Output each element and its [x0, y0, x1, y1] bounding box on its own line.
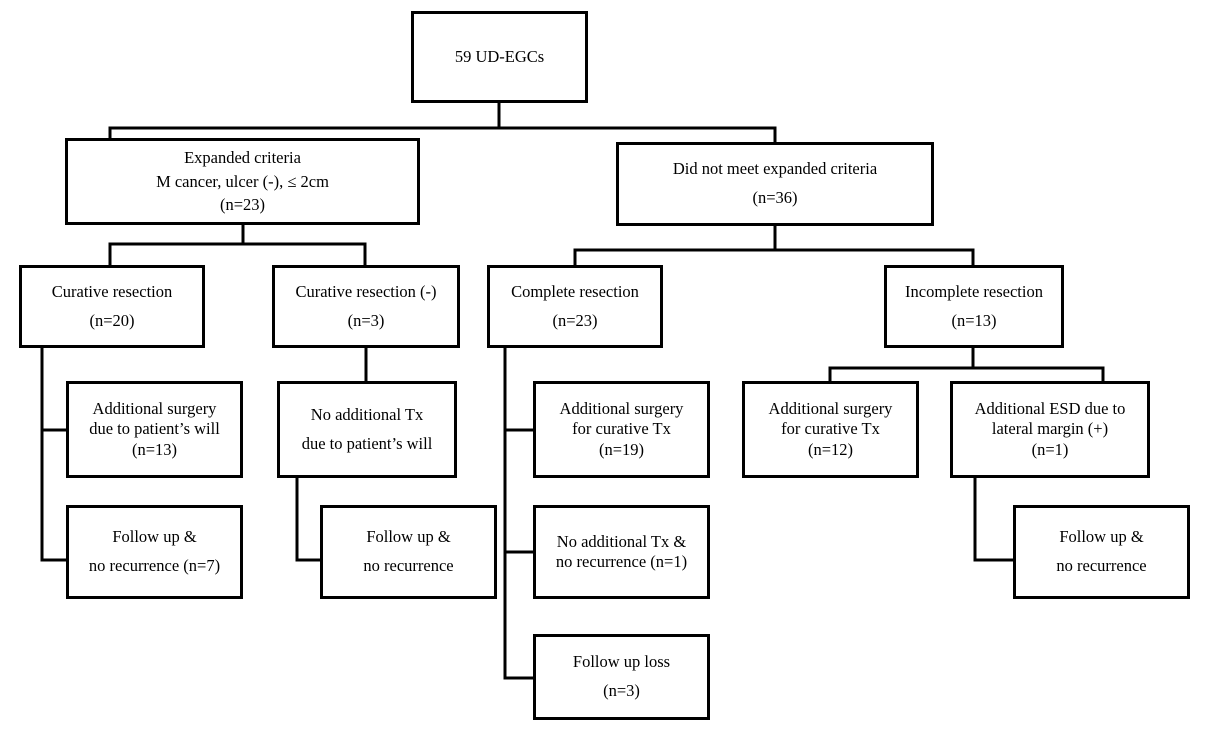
not-expanded-to-children-connector [573, 224, 777, 267]
node-text-line: no recurrence (n=1) [555, 552, 688, 571]
no-additional-tx-patient-will-box[interactable]: No additional Tx due to patient’s will [277, 381, 457, 478]
node-text-line: Additional surgery [559, 399, 684, 419]
expanded-criteria-box[interactable]: Expanded criteria M cancer, ulcer (-), ≤ … [65, 138, 420, 225]
node-text-line: Curative resection [51, 281, 173, 301]
node-text-line: (n=13) [131, 439, 178, 459]
node-text-line: Did not meet expanded criteria [672, 159, 878, 179]
incomplete-to-esd-connector [971, 366, 1105, 383]
node-text-line: (n=36) [752, 188, 798, 207]
node-text-line: no recurrence [1056, 556, 1147, 575]
total-cohort-box[interactable]: 59 UD-EGCs [411, 11, 588, 103]
node-text-line: No additional Tx [310, 404, 424, 424]
node-text-line: 59 UD-EGCs [454, 47, 545, 67]
did-not-meet-expanded-criteria-box[interactable]: Did not meet expanded criteria (n=36) [616, 142, 934, 226]
node-text-line: (n=3) [603, 681, 640, 700]
node-text-line: lateral margin (+) [991, 419, 1109, 439]
node-text-line: due to patient’s will [301, 433, 433, 453]
node-text-line: no recurrence [363, 556, 454, 575]
node-text-line: (n=13) [951, 310, 997, 330]
node-text-line: Follow up loss [572, 652, 671, 672]
node-text-line: (n=1) [1031, 439, 1069, 459]
curative-resection-negative-box[interactable]: Curative resection (-) (n=3) [272, 265, 460, 348]
node-text-line: Additional ESD due to [974, 399, 1126, 419]
esd-to-follow-connector [973, 476, 1015, 562]
node-text-line: no recurrence (n=7) [88, 556, 221, 575]
no-add-tx-to-follow-connector [295, 476, 322, 562]
node-text-line: due to patient’s will [89, 419, 220, 439]
root-to-level2-connector [108, 101, 501, 140]
follow-up-no-recurrence-curative-negative-box[interactable]: Follow up & no recurrence [320, 505, 497, 599]
node-text-line: for curative Tx [781, 419, 880, 439]
incomplete-to-children-connector [828, 346, 975, 383]
complete-resection-box[interactable]: Complete resection (n=23) [487, 265, 663, 348]
complete-spine [503, 346, 535, 680]
node-text-line: Incomplete resection [905, 281, 1043, 301]
expanded-to-curative-neg-connector [241, 242, 367, 267]
node-text-line: No additional Tx & [556, 531, 687, 551]
node-text-line: Follow up & [112, 527, 197, 547]
node-text-line: (n=19) [598, 439, 645, 459]
node-text-line: Follow up & [366, 527, 451, 547]
node-text-line: Follow up & [1059, 527, 1144, 547]
node-text-line: (n=12) [807, 439, 854, 459]
node-text-line: for curative Tx [572, 419, 671, 439]
node-text-line: (n=23) [219, 195, 266, 215]
node-text-line: Additional surgery [92, 399, 217, 419]
root-to-not-expanded-connector [497, 126, 777, 144]
not-expanded-to-incomplete-connector [773, 248, 975, 267]
node-text-line: (n=20) [89, 310, 135, 330]
node-text-line: Expanded criteria [184, 148, 301, 168]
incomplete-resection-box[interactable]: Incomplete resection (n=13) [884, 265, 1064, 348]
curative-resection-box[interactable]: Curative resection (n=20) [19, 265, 205, 348]
node-text-line: Curative resection (-) [295, 281, 437, 301]
node-text-line: M cancer, ulcer (-), ≤ 2cm [156, 171, 329, 191]
follow-up-no-recurrence-esd-box[interactable]: Follow up & no recurrence [1013, 505, 1190, 599]
node-text-line: (n=3) [347, 310, 385, 330]
follow-up-no-recurrence-7-box[interactable]: Follow up & no recurrence (n=7) [66, 505, 243, 599]
no-additional-tx-no-recurrence-1-box[interactable]: No additional Tx &no recurrence (n=1) [533, 505, 710, 599]
node-text-line: Additional surgery [768, 399, 893, 419]
curative-spine [40, 346, 68, 562]
node-text-line: Complete resection [511, 281, 639, 301]
node-text-line: (n=23) [552, 310, 598, 330]
expanded-to-children-connector [108, 223, 245, 267]
follow-up-loss-box[interactable]: Follow up loss (n=3) [533, 634, 710, 720]
